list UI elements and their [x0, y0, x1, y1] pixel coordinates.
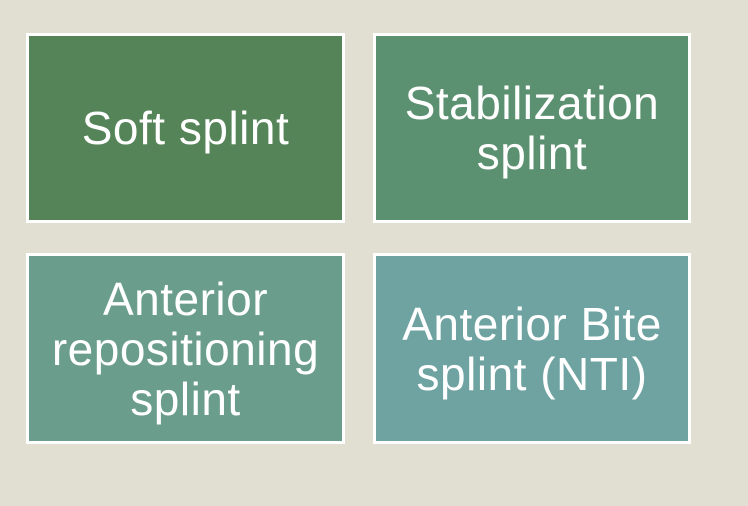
shape-soft-splint-label: Soft splint: [81, 102, 290, 154]
shape-stabilization-splint: Stabilization splint: [373, 33, 691, 223]
shape-anterior-repositioning-splint-label: Anterior repositioning splint: [51, 272, 320, 425]
shape-soft-splint: Soft splint: [26, 33, 345, 223]
shape-anterior-bite-splint-nti: Anterior Bite splint (NTI): [373, 253, 691, 444]
shape-stabilization-splint-label: Stabilization splint: [404, 77, 660, 179]
shape-anterior-bite-splint-nti-label: Anterior Bite splint (NTI): [402, 297, 662, 400]
shape-anterior-repositioning-splint: Anterior repositioning splint: [26, 253, 345, 444]
